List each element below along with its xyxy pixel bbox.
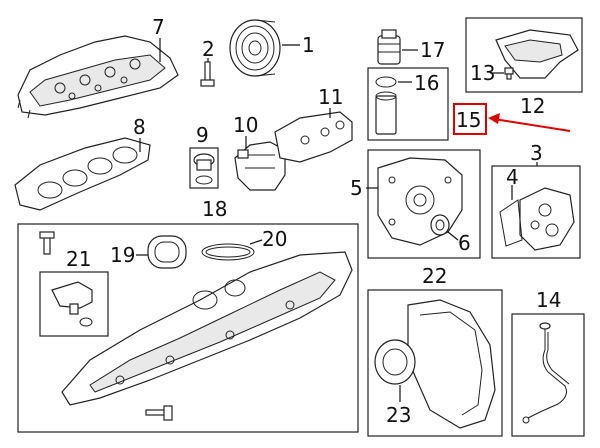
part-12-oil-pan (495, 29, 579, 79)
part-3-cover (519, 187, 575, 251)
callout-22: 22 (422, 264, 447, 288)
part-15-16-box (367, 67, 449, 141)
part-21-box (39, 271, 109, 337)
part-9-filler-cap (193, 153, 215, 185)
callout-20: 20 (262, 227, 287, 251)
manifold-bolt-upper (39, 231, 55, 255)
part-5-box (367, 149, 481, 259)
callout-7: 7 (152, 15, 165, 39)
part-10-housing (234, 141, 286, 191)
part-7-cylinder-head (17, 35, 179, 119)
callout-15: 15 (456, 108, 481, 132)
callout-16: 16 (414, 71, 439, 95)
callout-3: 3 (530, 141, 543, 165)
part-1-pulley (229, 19, 281, 77)
part-4-gasket (499, 199, 523, 247)
callout-10: 10 (233, 113, 258, 137)
callout-18: 18 (202, 197, 227, 221)
part-13-drain-plug (504, 67, 514, 80)
callout-1: 1 (302, 33, 315, 57)
part-19-gasket (147, 235, 187, 269)
callout-14: 14 (536, 288, 561, 312)
part-16-filter-element (375, 91, 397, 135)
part-16-o-ring (375, 76, 397, 88)
part-17-filter-cap (377, 29, 401, 65)
callout-9: 9 (196, 123, 209, 147)
part-9-box (189, 147, 219, 189)
callout-13: 13 (470, 61, 495, 85)
callout-17: 17 (420, 38, 445, 62)
part-18-intake-manifold (61, 251, 353, 406)
part-2-bolt (200, 61, 215, 87)
part-6-seal (430, 214, 450, 236)
part-14-box (511, 313, 585, 437)
callout-11: 11 (318, 85, 343, 109)
part-20-gasket (201, 243, 255, 261)
callout-15-highlight-box (453, 103, 487, 135)
callout-12: 12 (520, 94, 545, 118)
callout-2: 2 (202, 37, 215, 61)
part-3-box (491, 165, 581, 259)
part-5-timing-cover (377, 157, 463, 246)
part-14-dipstick (522, 322, 570, 424)
part-18-box (17, 223, 359, 433)
callout-19: 19 (110, 243, 135, 267)
callout-23: 23 (386, 403, 411, 427)
callout-8: 8 (133, 115, 146, 139)
callout-6: 6 (458, 231, 471, 255)
highlight-arrow (488, 113, 571, 132)
part-12-box (465, 17, 583, 93)
part-21-sensor (51, 281, 93, 327)
part-23-seal (374, 339, 416, 385)
part-22-timing-cover (407, 299, 496, 429)
manifold-bolt-lower (145, 405, 173, 421)
callout-21: 21 (66, 247, 91, 271)
callout-4: 4 (506, 165, 519, 189)
callout-5: 5 (350, 176, 363, 200)
part-11-bracket (274, 111, 353, 163)
part-8-head-gasket (14, 137, 151, 211)
part-22-box (367, 289, 503, 437)
